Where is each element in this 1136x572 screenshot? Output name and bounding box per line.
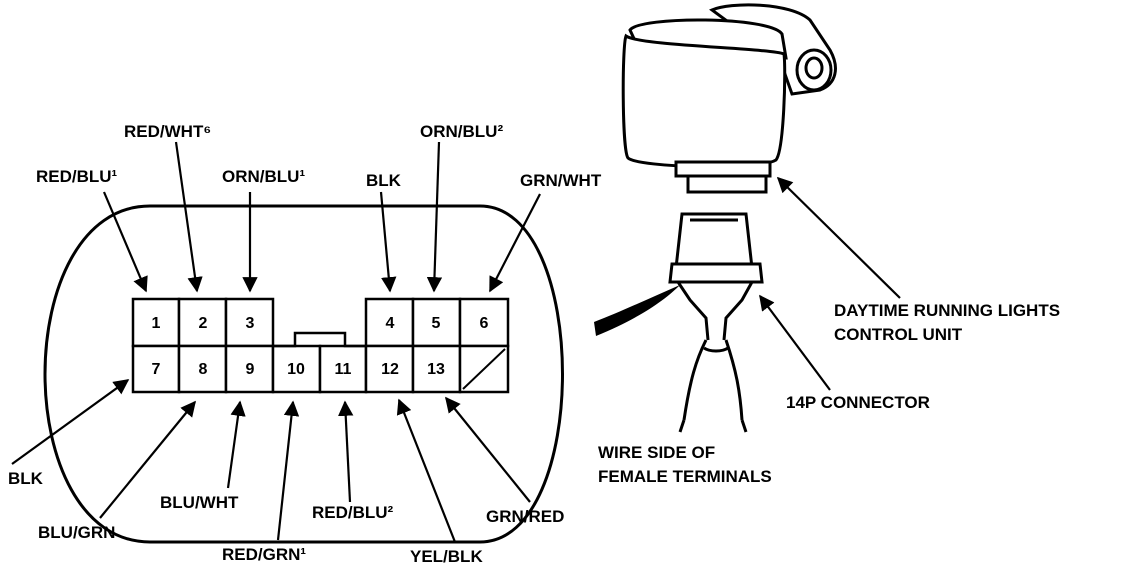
leader-lines <box>11 141 901 543</box>
pin-number: 12 <box>381 361 399 378</box>
blank-cavity-diagonal <box>462 348 506 390</box>
leader-blu-grn <box>99 400 196 519</box>
leader-grn-wht <box>489 193 541 293</box>
wire-label-blu-wht: BLU/WHT <box>160 493 239 512</box>
leader-14p-connector <box>759 294 831 391</box>
wire-label-red-grn-1: RED/GRN¹ <box>222 545 306 564</box>
callout-control-unit-line2: CONTROL UNIT <box>834 325 963 344</box>
connector-key-tab <box>273 331 366 348</box>
leader-red-wht-6 <box>174 141 203 293</box>
wire-label-red-wht-6: RED/WHT⁶ <box>124 122 211 141</box>
leader-red-blu-1 <box>102 191 148 293</box>
leader-blu-wht <box>226 400 246 489</box>
callout-control-unit-line1: DAYTIME RUNNING LIGHTS <box>834 301 1060 320</box>
pin-cell-11 <box>318 344 368 394</box>
callout-14p-connector: 14P CONNECTOR <box>786 393 930 412</box>
wire-label-orn-blu-2: ORN/BLU² <box>420 122 503 141</box>
leader-blk-bottom <box>11 379 130 465</box>
pin-number: 7 <box>152 361 161 378</box>
wire-label-blk-top: BLK <box>366 171 402 190</box>
pin-number: 10 <box>287 361 305 378</box>
control-unit-illustration <box>621 3 837 194</box>
leader-red-blu-2 <box>338 400 354 503</box>
callout-wire-side-line1: WIRE SIDE OF <box>598 443 715 462</box>
pin-cell-6 <box>458 297 510 348</box>
connector-outline <box>43 204 564 544</box>
wire-label-grn-red: GRN/RED <box>486 507 564 526</box>
wire-label-grn-wht: GRN/WHT <box>520 171 602 190</box>
pin-number: 6 <box>480 315 489 332</box>
wire-label-blu-grn: BLU/GRN <box>38 523 115 542</box>
connector-wedge-pointer <box>594 285 680 336</box>
harness-connector-illustration <box>668 212 764 433</box>
wire-label-blk-bottom: BLK <box>8 469 44 488</box>
wire-label-orn-blu-1: ORN/BLU¹ <box>222 167 305 186</box>
pin-number: 8 <box>199 361 208 378</box>
callout-wire-side-line2: FEMALE TERMINALS <box>598 467 772 486</box>
leader-red-grn-1 <box>276 400 300 541</box>
pin-grid <box>131 297 510 394</box>
pin-number: 13 <box>427 361 445 378</box>
leader-control-unit <box>776 176 901 299</box>
pin-number: 3 <box>246 315 255 332</box>
pin-number: 5 <box>432 315 441 332</box>
pin-number: 2 <box>199 315 208 332</box>
wire-label-red-blu-1: RED/BLU¹ <box>36 167 118 186</box>
wire-label-red-blu-2: RED/BLU² <box>312 503 394 522</box>
pin-number: 1 <box>152 315 161 332</box>
leader-yel-blk <box>396 398 457 543</box>
pin-number: 11 <box>335 361 352 378</box>
leader-blk-top <box>379 191 397 293</box>
leader-grn-red <box>445 396 531 503</box>
pin-number: 4 <box>386 315 395 332</box>
pin-number: 9 <box>246 361 255 378</box>
wire-label-yel-blk: YEL/BLK <box>410 547 483 566</box>
leader-orn-blu-2 <box>426 141 443 293</box>
